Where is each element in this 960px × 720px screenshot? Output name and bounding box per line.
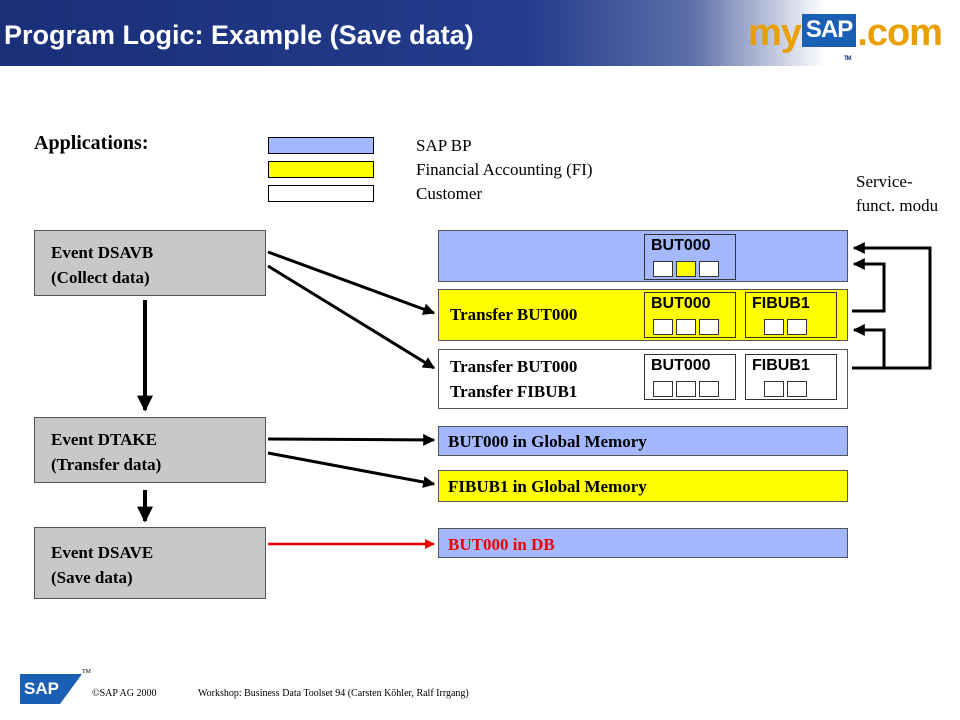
- table-field: [676, 381, 696, 397]
- arrow-fi-to-bp: [852, 258, 886, 313]
- event-dsavb-title: Event DSAVB: [51, 243, 154, 262]
- customer-table-fibub1: FIBUB1: [745, 354, 837, 400]
- table-field: [787, 381, 807, 397]
- sap-logo-shape: [20, 674, 82, 704]
- fi-table-fibub1: FIBUB1: [745, 292, 837, 338]
- legend-label-fi: Financial Accounting (FI): [416, 160, 593, 179]
- arrow-customer-to-bp: [852, 242, 932, 370]
- table-field: [699, 381, 719, 397]
- but000-db-text: BUT000 in DB: [448, 535, 555, 554]
- customer-transfer-line1: Transfer BUT000: [450, 357, 578, 376]
- applications-label: Applications: [34, 132, 142, 154]
- but000-global-memory-text: BUT000 in Global Memory: [448, 432, 647, 451]
- fibub1-global-memory-box: [438, 470, 848, 502]
- table-field: [764, 319, 784, 335]
- event-dsavb-desc: (Collect data): [51, 268, 150, 287]
- but000-db-box: [438, 528, 848, 558]
- footer-tm: TM: [82, 669, 91, 675]
- applications-heading: Applications:: [34, 132, 148, 155]
- customer-table-but000: BUT000: [644, 354, 736, 400]
- sap-footer-logo: SAP: [20, 674, 82, 704]
- bp-table-but000: BUT000: [644, 234, 736, 280]
- but000-global-memory-box: [438, 426, 848, 456]
- table-field: [676, 319, 696, 335]
- event-dsavb-box: Event DSAVB (Collect data): [34, 230, 266, 296]
- fi-table-but000: BUT000: [644, 292, 736, 338]
- legend-label-customer: Customer: [416, 184, 483, 203]
- table-field: [653, 319, 673, 335]
- fi-table2-name: FIBUB1: [752, 295, 810, 312]
- logo-tm: TM: [844, 56, 852, 62]
- fibub1-global-memory-text: FIBUB1 in Global Memory: [448, 477, 647, 496]
- logo-dotcom: .com: [857, 12, 943, 54]
- event-dsave-desc: (Save data): [51, 568, 133, 587]
- arrow-dsavb-to-customer: [267, 264, 436, 370]
- event-dtake-title: Event DTAKE: [51, 430, 157, 449]
- sap-logo-text: SAP: [24, 679, 59, 698]
- customer-table1-name: BUT000: [651, 357, 711, 374]
- arrow-dtake-to-but000-memory: [267, 433, 436, 446]
- customer-table2-name: FIBUB1: [752, 357, 810, 374]
- legend-swatch-fi: [268, 161, 374, 178]
- applications-colon: :: [141, 132, 149, 154]
- title-bar: [0, 0, 960, 66]
- arrow-dtake-to-fibub1-memory: [267, 451, 436, 488]
- event-dsave-title: Event DSAVE: [51, 543, 154, 562]
- table-field: [653, 381, 673, 397]
- arrow-customer-to-fi: [852, 324, 886, 368]
- table-field: [787, 319, 807, 335]
- service-label-line2: funct. modu: [856, 196, 939, 215]
- table-field: [764, 381, 784, 397]
- page-title: Program Logic: Example (Save data): [4, 20, 474, 50]
- table-field-fi: [676, 261, 696, 277]
- logo-my: my: [748, 12, 802, 54]
- sap-bp-module: [438, 230, 848, 282]
- service-label-line1: Service-: [856, 172, 913, 191]
- customer-transfer-line2: Transfer FIBUB1: [450, 382, 578, 401]
- fi-transfer-text: Transfer BUT000: [450, 305, 578, 324]
- table-field: [699, 319, 719, 335]
- legend-swatch-sap-bp: [268, 137, 374, 154]
- event-dsave-box: Event DSAVE (Save data): [34, 527, 266, 599]
- fi-table1-name: BUT000: [651, 295, 711, 312]
- table-field: [699, 261, 719, 277]
- bp-table-name: BUT000: [651, 237, 711, 254]
- table-field: [653, 261, 673, 277]
- legend-label-sap-bp: SAP BP: [416, 136, 472, 155]
- logo-sap: SAP: [801, 14, 857, 47]
- event-dtake-box: Event DTAKE (Transfer data): [34, 417, 266, 483]
- legend-swatch-customer: [268, 185, 374, 202]
- event-dtake-desc: (Transfer data): [51, 455, 162, 474]
- arrow-dsavb-to-fi: [267, 250, 436, 315]
- footer-workshop: Workshop: Business Data Toolset 94 (Cars…: [198, 688, 469, 699]
- footer-copyright: ©SAP AG 2000: [92, 688, 157, 699]
